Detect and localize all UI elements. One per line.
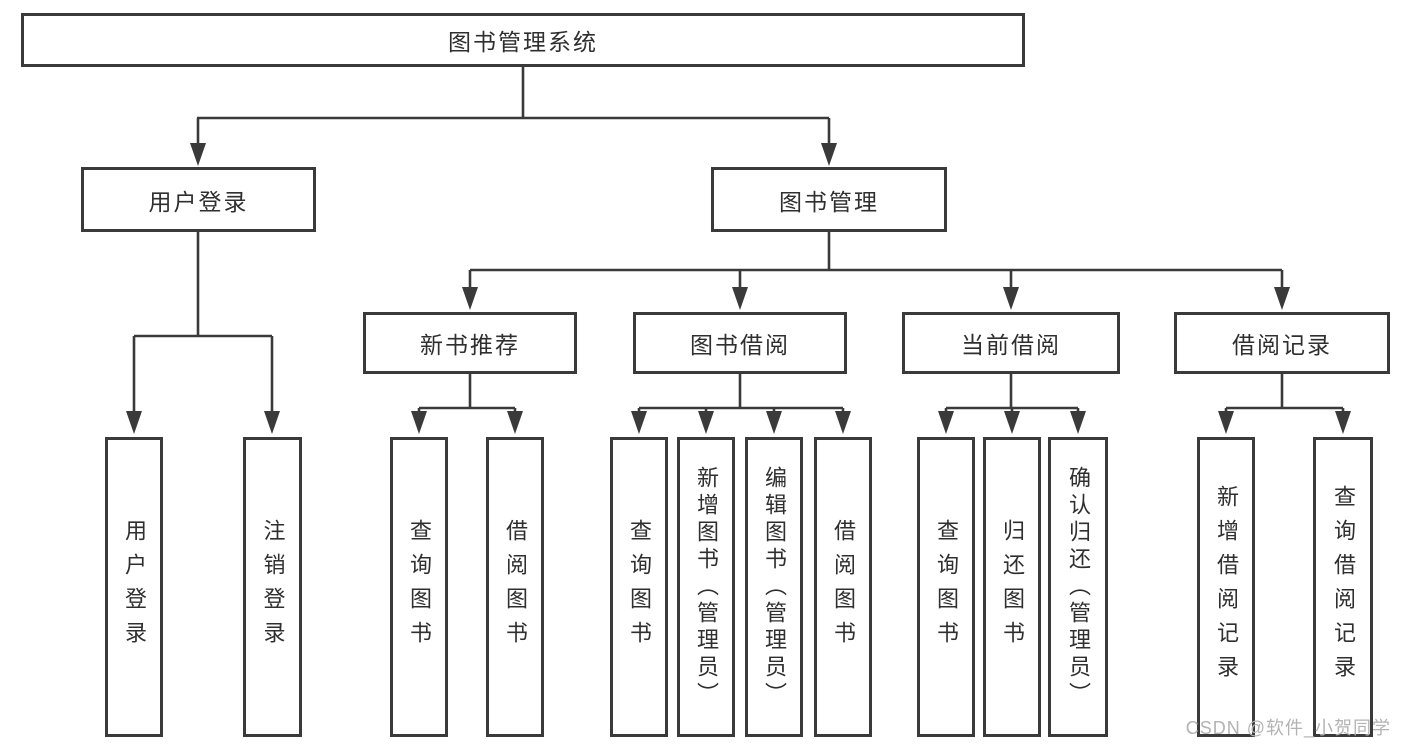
- node-user-login-label: 用户登录: [148, 188, 249, 215]
- leaf-current-return: 归还图书: [983, 437, 1041, 737]
- leaf-borrowing-query: 查询图书: [610, 437, 668, 737]
- leaf-borrowing-edit-admin-label: 编辑图书（管理员）: [762, 465, 787, 709]
- leaf-borrowing-borrow: 借阅图书: [814, 437, 872, 737]
- node-user-login: 用户登录: [81, 167, 316, 232]
- node-current-borrowing-label: 当前借阅: [961, 332, 1061, 358]
- leaf-records-query: 查询借阅记录: [1313, 437, 1373, 737]
- leaf-newbooks-borrow-label: 借阅图书: [503, 519, 528, 655]
- leaf-logout: 注销登录: [243, 437, 302, 737]
- node-book-borrowing: 图书借阅: [633, 312, 847, 374]
- node-borrow-records-label: 借阅记录: [1232, 332, 1332, 358]
- leaf-records-add: 新增借阅记录: [1197, 437, 1255, 737]
- leaf-current-query: 查询图书: [917, 437, 975, 737]
- node-root-label: 图书管理系统: [448, 29, 598, 55]
- leaf-records-add-label: 新增借阅记录: [1214, 485, 1239, 689]
- node-new-books: 新书推荐: [363, 312, 577, 374]
- leaf-logout-label: 注销登录: [260, 519, 286, 655]
- leaf-borrowing-add-admin-label: 新增图书（管理员）: [694, 465, 719, 709]
- leaf-records-query-label: 查询借阅记录: [1331, 485, 1356, 689]
- leaf-current-confirm-return-admin-label: 确认归还（管理员）: [1066, 465, 1091, 709]
- leaf-current-query-label: 查询图书: [934, 519, 959, 655]
- leaf-borrowing-add-admin: 新增图书（管理员）: [677, 437, 735, 737]
- node-root: 图书管理系统: [21, 13, 1025, 67]
- leaf-borrowing-borrow-label: 借阅图书: [831, 519, 856, 655]
- node-book-management-label: 图书管理: [779, 188, 879, 215]
- leaf-newbooks-borrow: 借阅图书: [486, 437, 544, 737]
- leaf-current-confirm-return-admin: 确认归还（管理员）: [1048, 437, 1108, 737]
- node-borrow-records: 借阅记录: [1174, 312, 1390, 374]
- leaf-newbooks-query-label: 查询图书: [407, 519, 432, 655]
- node-current-borrowing: 当前借阅: [902, 312, 1120, 374]
- leaf-borrowing-edit-admin: 编辑图书（管理员）: [745, 437, 803, 737]
- node-book-management: 图书管理: [711, 167, 947, 232]
- leaf-newbooks-query: 查询图书: [390, 437, 448, 737]
- arrowheads: [126, 143, 1351, 434]
- node-book-borrowing-label: 图书借阅: [690, 332, 790, 358]
- leaf-borrowing-query-label: 查询图书: [627, 519, 652, 655]
- node-new-books-label: 新书推荐: [420, 332, 520, 358]
- leaf-user-login-label: 用户登录: [122, 519, 147, 655]
- leaf-current-return-label: 归还图书: [1000, 519, 1025, 655]
- leaf-user-login: 用户登录: [105, 437, 163, 737]
